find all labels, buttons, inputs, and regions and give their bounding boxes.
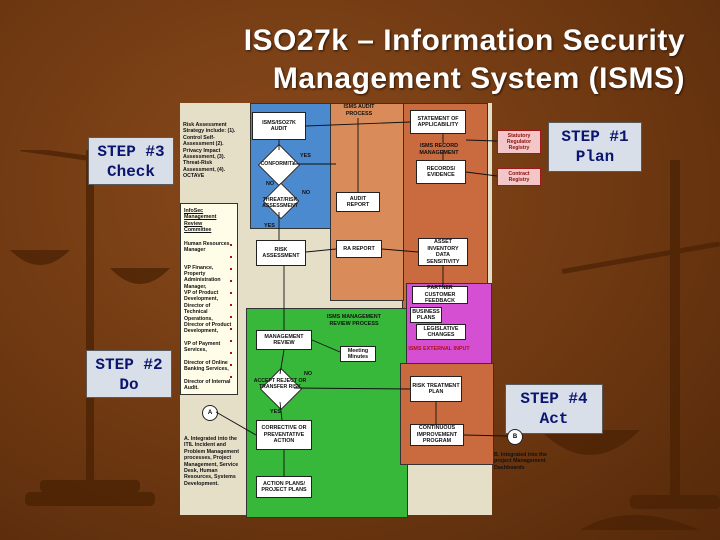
- role-item: Director of Internal Audit.: [184, 379, 231, 392]
- risk-treatment-plan-box: RISK TREATMENT PLAN: [410, 376, 462, 402]
- step-4-act-label: STEP #4 Act: [505, 384, 603, 434]
- side-text-zone: [180, 203, 238, 395]
- risk-assessment-strategy-text: Risk Assessment Strategy include: (1). C…: [183, 122, 236, 180]
- note-b-text: B. Integrated into the project Managemen…: [494, 452, 547, 471]
- step-2-do-label: STEP #2 Do: [86, 350, 172, 398]
- continuous-improvement-program-box: CONTINUOUS IMPROVEMENT PROGRAM: [410, 424, 464, 446]
- step-1-plan-label: STEP #1 Plan: [548, 122, 642, 172]
- isms-management-review-process-label: ISMS MANAGEMENT REVIEW PROCESS: [327, 314, 381, 327]
- statutory-regulator-registry: Statutory Regulator Registry: [497, 130, 541, 154]
- role-item: Director of Technical Operations,: [184, 303, 213, 322]
- threat-risk-assessment-label: THREAT/RISK ASSESSMENT: [262, 197, 298, 210]
- note-a-text: A. Integrated into the ITIL Incident and…: [184, 436, 240, 487]
- meeting-minutes-box: Meeting Minutes: [340, 346, 376, 362]
- connector-circle-b: B: [507, 429, 523, 445]
- no-label-3: NO: [304, 371, 313, 377]
- no-label-1: NO: [266, 181, 275, 187]
- partner-customer-feedback-box: PARTNER CUSTOMER FEEDBACK: [412, 285, 468, 304]
- isms-external-input-label: ISMS EXTERNAL INPUT: [408, 346, 470, 352]
- records-evidence-box: RECORDS/ EVIDENCE: [416, 160, 466, 184]
- isms-record-management-label: ISMS RECORD MANAGEMENT: [419, 143, 459, 156]
- ra-report-box: RA REPORT: [336, 240, 382, 258]
- asset-inventory-box: ASSET INVENTORY DATA SENSITIVITY: [418, 238, 468, 266]
- statement-of-applicability-box: STATEMENT OF APPLICABILITY: [410, 110, 466, 134]
- role-item: Director of Product Development,: [184, 322, 232, 335]
- isms-audit-process-label: ISMS AUDIT PROCESS: [343, 104, 375, 117]
- role-item: VP of Payment Services,: [184, 341, 221, 354]
- role-item: VP Finance,: [184, 265, 214, 271]
- roles-connector-dots: [230, 244, 232, 378]
- role-item: Director of Online Banking Services,: [184, 360, 229, 373]
- isms-iso27k-audit-box: ISMS/ISO27K AUDIT: [252, 112, 306, 140]
- yes-label-3: YES: [270, 409, 281, 415]
- business-plans-box: BUSINESS PLANS: [410, 307, 442, 323]
- contract-registry: Contract Registry: [497, 168, 541, 186]
- audit-report-box: AUDIT REPORT: [336, 192, 380, 212]
- conformity-label: CONFORMITY: [260, 161, 296, 167]
- infosec-committee-heading: InfoSec Management Review Committee: [184, 208, 217, 234]
- scales-right-decoration: [540, 160, 720, 530]
- management-review-box: MANAGEMENT REVIEW: [256, 330, 312, 350]
- accept-reject-transfer-label: ACCEPT REJECT OR TRANSFER RISK: [253, 378, 307, 391]
- page-title-line-2: Management System (ISMS): [272, 62, 685, 95]
- risk-assessment-box: RISK ASSESSMENT: [256, 240, 306, 266]
- corrective-preventative-action-box: CORRECTIVE OR PREVENTATIVE ACTION: [256, 420, 312, 450]
- step-3-check-label: STEP #3 Check: [88, 137, 174, 185]
- legislative-changes-box: LEGISLATIVE CHANGES: [416, 324, 466, 340]
- yes-label-2: YES: [264, 223, 275, 229]
- action-project-plans-box: ACTION PLANS/ PROJECT PLANS: [256, 476, 312, 498]
- yes-label-1: YES: [300, 153, 311, 159]
- role-item: VP of Product Development,: [184, 290, 219, 303]
- no-label-2: NO: [302, 190, 311, 196]
- page-title-line-1: ISO27k – Information Security: [243, 24, 685, 57]
- role-item: Property Administration Manager,: [184, 271, 221, 290]
- role-item: Human Resources Manager: [184, 241, 230, 254]
